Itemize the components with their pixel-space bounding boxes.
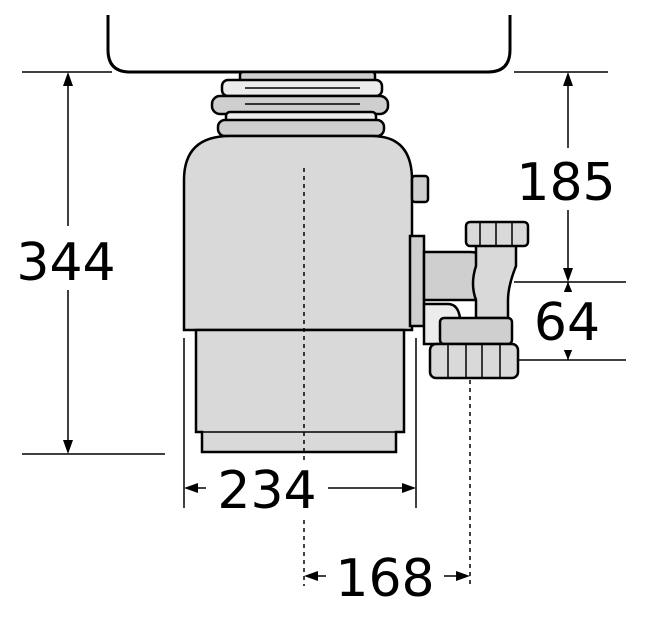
dim-234-label: 234 [217,461,316,521]
lower-body [194,328,406,454]
dim-344: 344 [4,72,132,454]
upper-body [182,134,414,332]
extension-lines [22,71,626,508]
dim-168: 168 [304,548,470,609]
dim-64-label: 64 [534,293,600,353]
outlet-pipe [408,220,530,380]
dim-234: 234 [184,460,416,521]
dim-344-label: 344 [16,233,115,293]
dim-64: 64 [522,282,614,360]
dim-185: 185 [510,72,624,282]
mounting-assembly [210,70,390,138]
dim-185-label: 185 [516,153,615,213]
reset-button [410,174,430,204]
dim-168-label: 168 [335,549,434,609]
sink-bowl [106,15,512,74]
